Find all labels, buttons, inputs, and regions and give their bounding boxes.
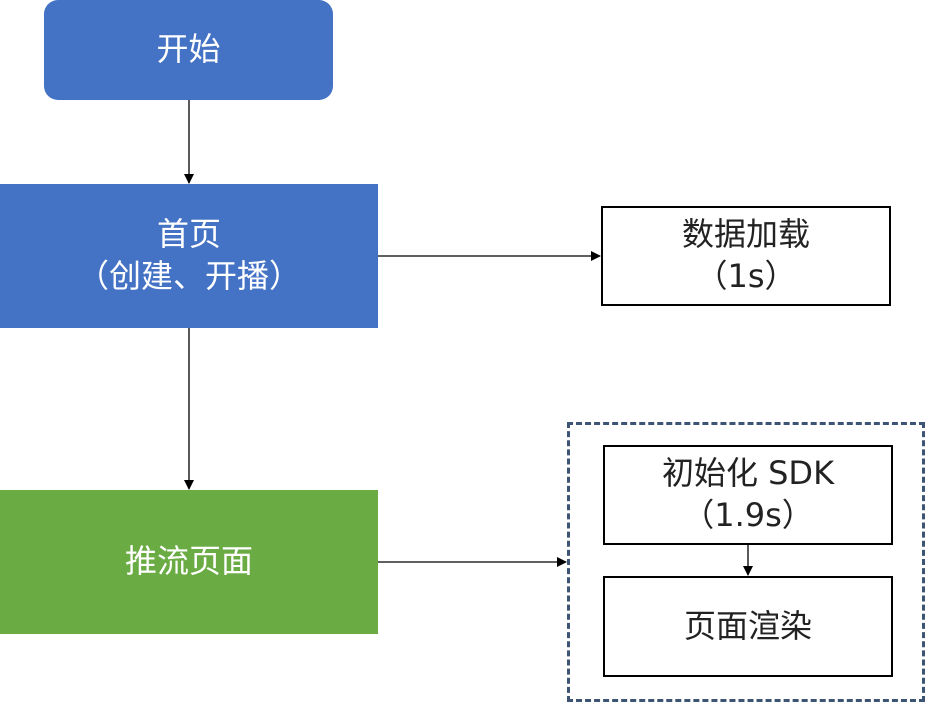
home-node: 首页 （创建、开播） [0, 184, 378, 328]
home-title: 首页 [156, 215, 221, 254]
push-page-label: 推流页面 [124, 542, 253, 581]
page-render-label: 页面渲染 [683, 606, 812, 645]
data-load-time: （1s） [695, 257, 797, 295]
sdk-init-time: （1.9s） [682, 496, 814, 534]
start-label: 开始 [156, 30, 221, 69]
data-load-title: 数据加载 [681, 215, 810, 254]
sdk-init-node: 初始化 SDK （1.9s） [603, 445, 893, 545]
page-render-node: 页面渲染 [603, 576, 893, 677]
push-page-node: 推流页面 [0, 490, 378, 634]
start-node: 开始 [44, 0, 333, 100]
sdk-init-title: 初始化 SDK [661, 454, 835, 493]
data-load-node: 数据加载 （1s） [601, 206, 891, 306]
home-subtitle: （创建、开播） [76, 257, 301, 295]
push-page-group [567, 422, 925, 702]
